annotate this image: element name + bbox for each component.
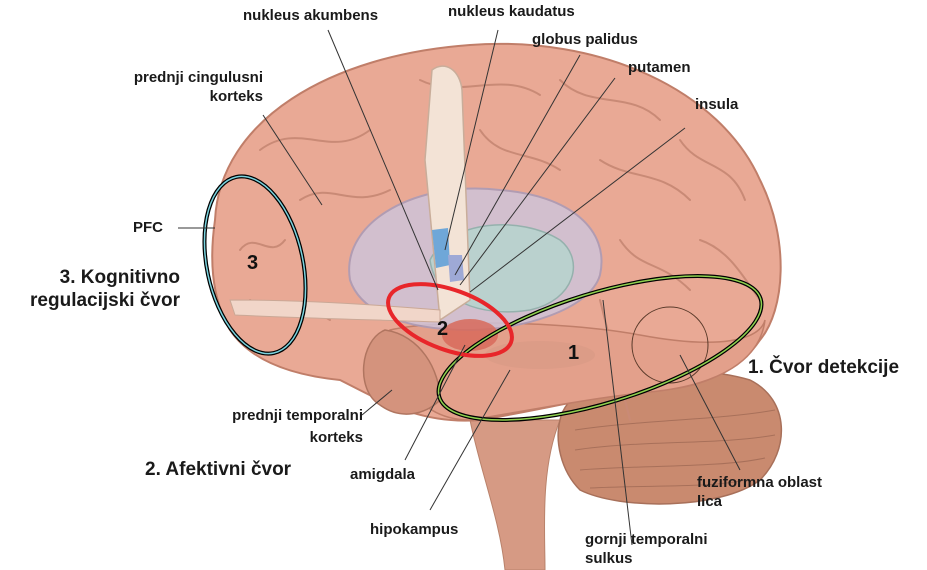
label-anterior-cingulate: prednji cingulusni korteks <box>88 68 263 106</box>
label-cognitive-node: 3. Kognitivno regulacijski čvor <box>4 266 180 312</box>
node-number-2: 2 <box>437 318 448 341</box>
label-putamen: putamen <box>628 58 691 77</box>
brain-stem <box>470 420 560 570</box>
pallidus-color <box>448 255 464 282</box>
node-number-1: 1 <box>568 342 579 365</box>
label-fusiform-face-area: fuziformna oblast lica <box>697 473 822 511</box>
label-insula: insula <box>695 95 738 114</box>
label-hippocampus: hipokampus <box>370 520 458 539</box>
label-amygdala: amigdala <box>350 465 415 484</box>
label-affective-node: 2. Afektivni čvor <box>145 458 291 481</box>
label-nucleus-accumbens: nukleus akumbens <box>243 6 378 25</box>
label-pfc: PFC <box>133 218 163 237</box>
node-number-3: 3 <box>247 252 258 275</box>
label-nucleus-caudatus: nukleus kaudatus <box>448 2 575 21</box>
label-detection-node: 1. Čvor detekcije <box>748 356 899 379</box>
label-globus-pallidus: globus palidus <box>532 30 638 49</box>
label-superior-temporal-sulcus: gornji temporalni sulkus <box>585 530 708 568</box>
label-anterior-temporal: prednji temporalni korteks <box>185 405 363 449</box>
